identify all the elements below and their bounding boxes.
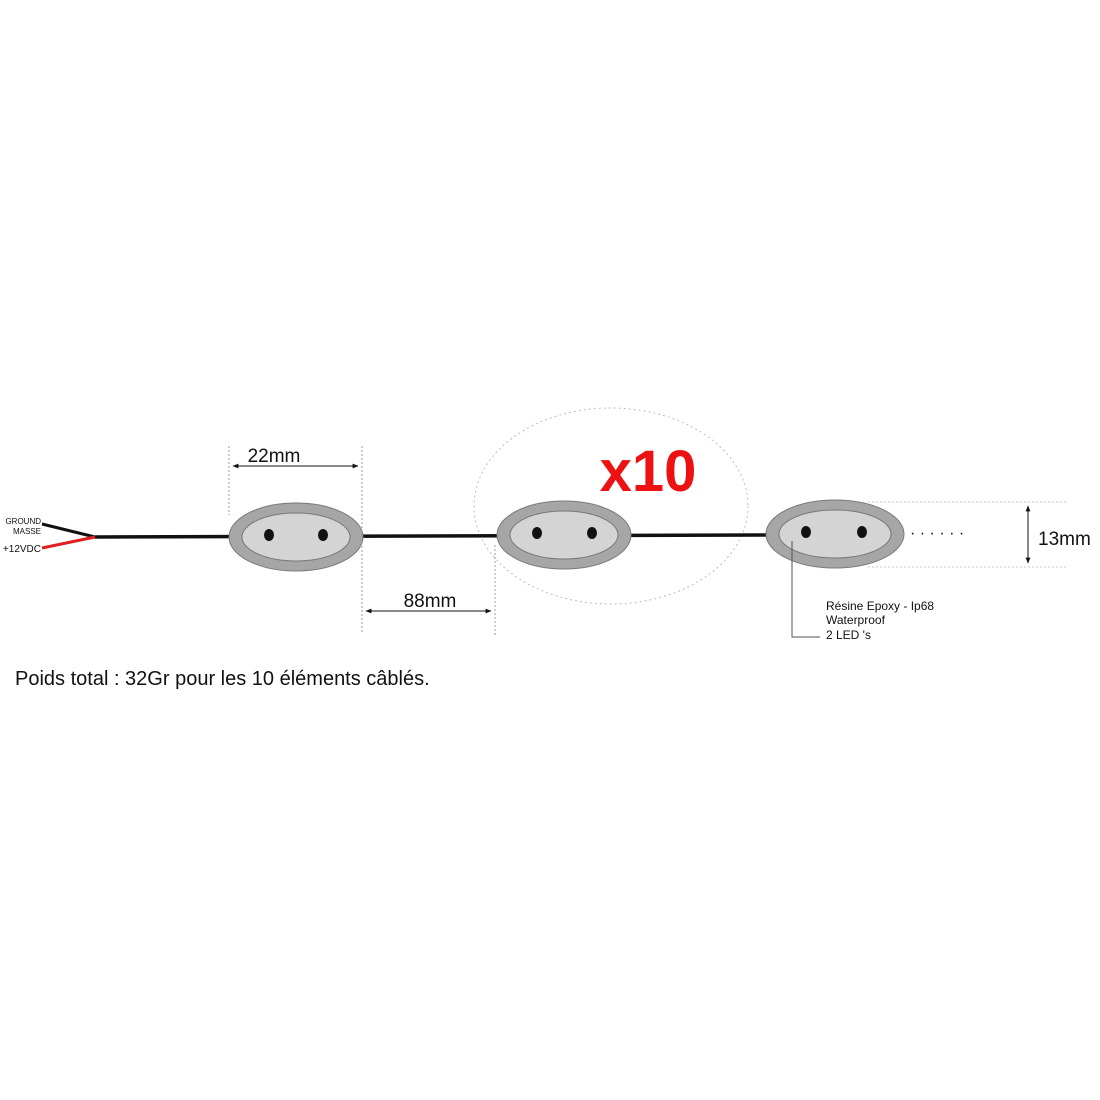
module-length-dimension: 22mm [228, 446, 363, 632]
continuation-dots: · · · · · · [910, 525, 964, 542]
led-dot [264, 529, 274, 541]
spacing-dimension: 88mm [365, 545, 496, 637]
total-weight-note: Poids total : 32Gr pour les 10 éléments … [15, 668, 430, 690]
module-height-dimension: 13mm [868, 501, 1091, 568]
ground-wire [41, 522, 96, 539]
led-module-3 [765, 499, 905, 569]
material-annotation: Résine Epoxy - Ip68 Waterproof 2 LED 's [791, 541, 934, 642]
led-dot [318, 529, 328, 541]
masse-label: MASSE [13, 527, 41, 536]
module-height-label: 13mm [1038, 529, 1091, 550]
led-dot [801, 526, 811, 538]
led-module-2 [496, 500, 632, 570]
main-cable [94, 533, 771, 539]
spacing-label: 88mm [404, 591, 457, 612]
led-dot [532, 527, 542, 539]
module-length-label: 22mm [248, 446, 301, 467]
led-dot [587, 527, 597, 539]
ground-label: GROUND [5, 517, 41, 526]
led-module-1 [228, 502, 364, 572]
annotation-line-2: Waterproof [826, 613, 886, 627]
annotation-line-3: 2 LED 's [826, 628, 871, 642]
annotation-line-1: Résine Epoxy - Ip68 [826, 599, 934, 613]
power-label: +12VDC [3, 544, 41, 555]
multiplier-highlight-circle [473, 407, 749, 605]
power-wire [41, 535, 96, 550]
led-dot [857, 526, 867, 538]
multiplier-label: x10 [600, 439, 697, 504]
